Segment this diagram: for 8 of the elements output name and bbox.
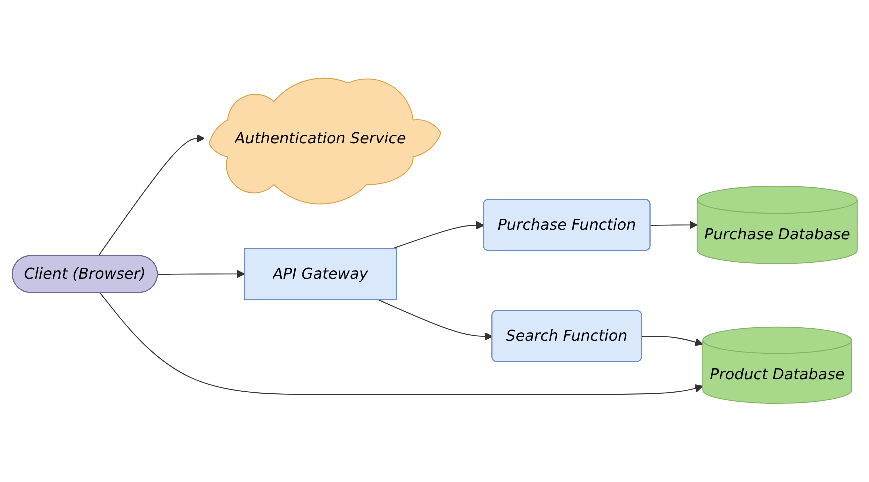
arrow <box>157 270 245 278</box>
arrow <box>98 134 205 257</box>
arrow <box>641 336 703 346</box>
arrow <box>376 299 492 341</box>
node-box: API Gateway <box>244 248 397 300</box>
arrow <box>650 221 698 230</box>
arrow <box>99 292 703 396</box>
arrow <box>392 221 484 250</box>
